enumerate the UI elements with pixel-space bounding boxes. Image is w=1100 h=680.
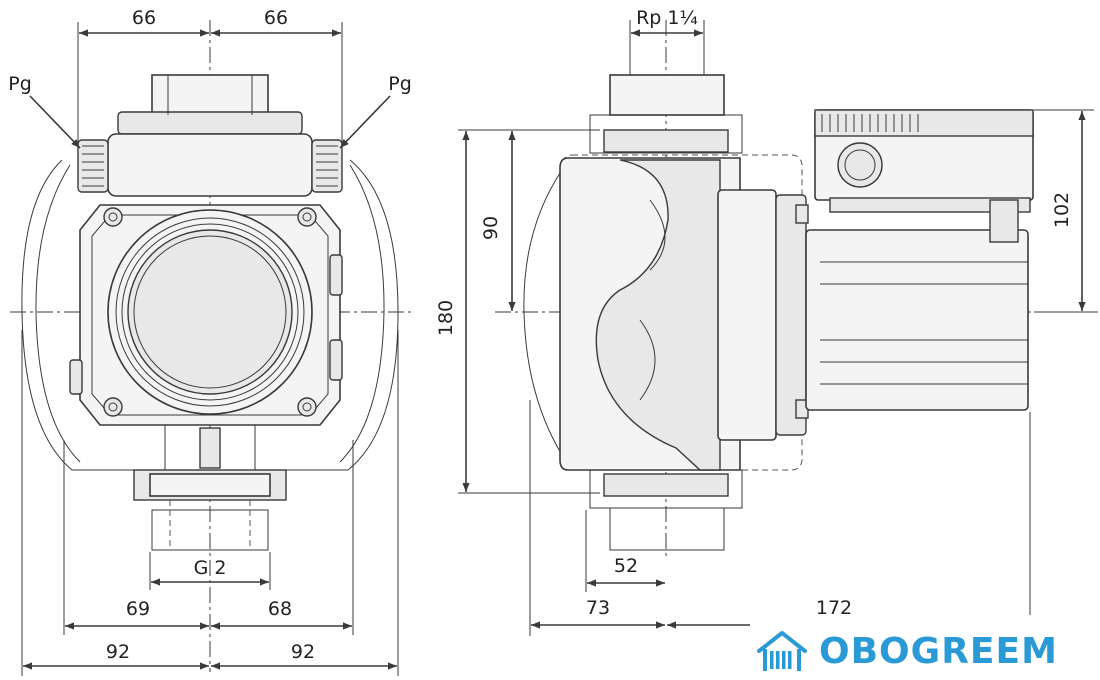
label-pg-left: Pg — [8, 73, 32, 95]
dim-front-length: 73 — [586, 597, 610, 619]
front-view: 66 66 Pg Pg G 2 69 68 92 92 — [8, 7, 412, 676]
dim-inner-height: 90 — [480, 216, 502, 240]
logo-text: OBOGREEM — [819, 630, 1058, 672]
obogreem-logo: OBOGREEM — [755, 628, 1058, 674]
label-pg-right: Pg — [388, 73, 412, 95]
dim-mid-right: 68 — [268, 598, 292, 620]
side-view: Rp 1¼ 90 180 102 52 73 172 — [435, 7, 1098, 636]
dim-bot-right: 92 — [291, 641, 315, 663]
dim-port-offset: 52 — [614, 555, 638, 577]
dim-total-height: 180 — [435, 300, 457, 336]
dim-bot-left: 92 — [106, 641, 130, 663]
dim-motor-height: 102 — [1051, 192, 1073, 228]
dim-motor-length: 172 — [816, 597, 852, 619]
house-icon — [757, 631, 807, 671]
dim-top-left: 66 — [132, 7, 156, 29]
dim-top-right: 66 — [264, 7, 288, 29]
dim-thread-top: Rp 1¼ — [636, 7, 698, 29]
dim-mid-left: 69 — [126, 598, 150, 620]
dim-thread-bottom: G 2 — [194, 557, 227, 579]
